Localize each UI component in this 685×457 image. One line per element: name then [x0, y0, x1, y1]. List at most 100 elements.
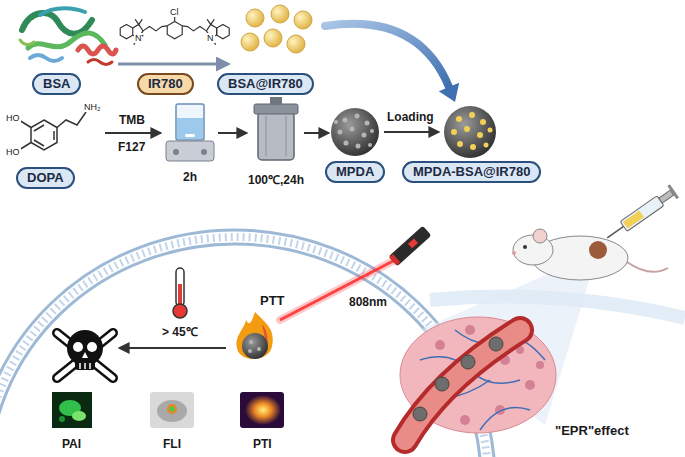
skull-icon — [87, 342, 97, 352]
atom-label: N — [206, 33, 215, 43]
reagent-label: TMB — [119, 113, 145, 127]
dopamine-structure — [19, 120, 31, 128]
bsa-ir780-particles — [287, 35, 305, 53]
tumor-vessel — [405, 330, 520, 440]
tumor-vessel — [405, 330, 520, 440]
loaded-sphere — [469, 112, 475, 118]
dopamine-structure — [53, 131, 55, 140]
tumor-vessel — [413, 337, 503, 421]
ir780-structure — [167, 22, 182, 39]
thermometer-icon — [173, 304, 187, 318]
mouse — [627, 262, 668, 272]
mouse — [523, 245, 527, 249]
pai-image — [52, 392, 92, 428]
syringe — [607, 226, 623, 237]
condition-label: 2h — [183, 170, 197, 184]
imaging-label: PAI — [62, 437, 81, 451]
laser-label: 808nm — [349, 295, 387, 309]
atom-label: NH₂ — [83, 102, 102, 112]
laser-beam — [280, 261, 393, 320]
mpda-sphere — [350, 127, 355, 132]
ir780-structure — [143, 26, 167, 31]
mpda-sphere — [355, 114, 360, 119]
autoclave — [270, 97, 282, 105]
mpda-sphere — [356, 144, 361, 149]
dopamine-structure — [31, 120, 57, 150]
loaded-sphere — [488, 128, 493, 133]
mpda-sphere — [362, 133, 367, 138]
loaded-sphere — [480, 119, 486, 125]
autoclave — [258, 112, 294, 160]
temperature-label: > 45℃ — [162, 325, 198, 339]
ptt-flame — [257, 347, 261, 351]
laser-pointer — [408, 238, 418, 248]
syringe — [659, 190, 674, 203]
loading-arrow — [384, 131, 438, 133]
syringe — [620, 196, 664, 232]
mouse — [513, 235, 553, 265]
loaded-sphere — [451, 112, 493, 150]
autoclave — [286, 116, 287, 156]
mpda-sphere — [334, 114, 374, 149]
mpda-sphere — [368, 143, 372, 147]
ptt-flame — [248, 349, 252, 353]
atom-label: HO — [5, 113, 21, 123]
pill-text: DOPA — [27, 170, 64, 185]
tumor-vessel — [480, 408, 530, 431]
tumor-vessel — [536, 361, 544, 369]
bsa-ir780-particles — [294, 11, 312, 29]
ptt-flame — [236, 312, 272, 359]
ir780-structure — [182, 26, 206, 31]
pai-image — [59, 416, 65, 422]
mouse — [533, 229, 547, 243]
mpda-sphere — [331, 108, 379, 156]
skull-icon — [82, 352, 88, 358]
fli-image — [167, 404, 177, 414]
bsa-ir780-particles — [246, 9, 264, 27]
pill-text: BSA — [43, 76, 70, 91]
label-pill: BSA@IR780 — [217, 73, 314, 95]
curved-arrow — [325, 24, 449, 87]
loaded-sphere — [451, 129, 457, 135]
laser-beam — [280, 261, 393, 320]
loaded-sphere — [477, 132, 483, 138]
tumor-vessel — [489, 337, 503, 351]
laser-pointer — [389, 226, 432, 266]
dopamine-structure — [19, 143, 31, 151]
bsa-protein — [88, 60, 112, 65]
skull-icon — [84, 363, 86, 369]
bsa-ir780-particles — [241, 33, 259, 51]
effect-arrow — [120, 347, 226, 349]
mpda-sphere — [365, 121, 370, 126]
pti-image — [240, 392, 284, 428]
tumor-vessel — [435, 340, 445, 350]
syringe — [623, 211, 644, 229]
bsa-protein — [30, 55, 62, 61]
reagent-label: F127 — [118, 140, 145, 154]
fli-image — [150, 392, 194, 428]
atom-label: N⁺ — [134, 33, 146, 43]
magnetic-stirrer — [201, 149, 207, 155]
label-pill: MPDA — [325, 161, 385, 183]
tumor-vessel — [435, 377, 449, 391]
mouse — [589, 241, 607, 259]
label-pill: MPDA-BSA@IR780 — [402, 161, 541, 183]
laser-pointer — [389, 226, 432, 266]
pill-text: IR780 — [148, 76, 183, 91]
dopamine-structure — [34, 140, 44, 146]
ir780-structure — [174, 16, 175, 21]
bsa-ir780-particles — [271, 5, 289, 23]
pai-image — [72, 411, 86, 421]
ir780-structure — [135, 19, 142, 24]
laser-beam — [280, 261, 393, 320]
autoclave — [254, 104, 298, 114]
tumor-vessel — [413, 407, 427, 421]
curved-arrow — [439, 83, 459, 102]
condition-label: 100℃,24h — [248, 173, 304, 187]
loaded-sphere — [444, 106, 496, 158]
atom-label: Cl — [169, 7, 180, 17]
loaded-sphere — [484, 143, 489, 148]
magnetic-stirrer — [166, 104, 214, 161]
